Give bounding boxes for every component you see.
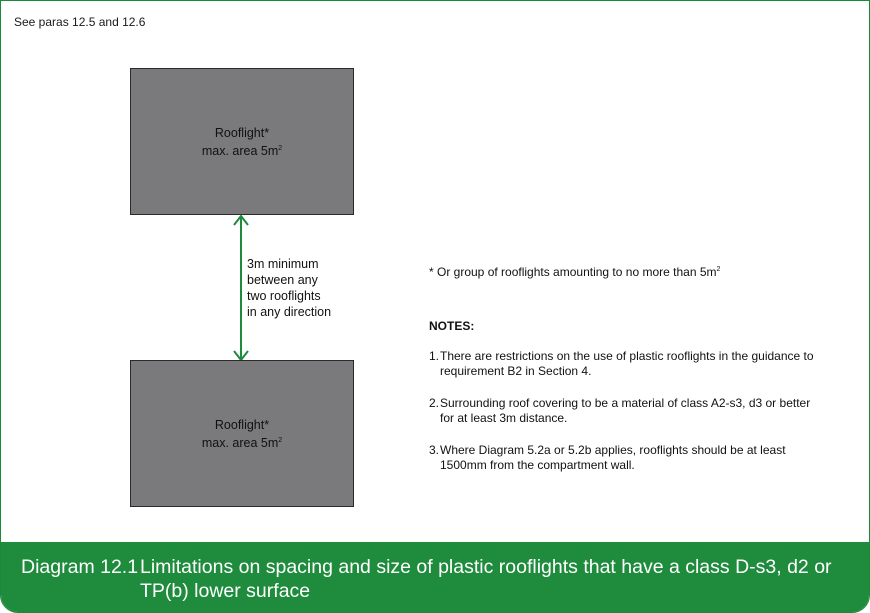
note-1-text: There are restrictions on the use of pla… xyxy=(440,349,814,378)
rooflight-bottom: Rooflight* max. area 5m2 xyxy=(130,360,354,507)
note-2-text: Surrounding roof covering to be a materi… xyxy=(440,396,811,425)
distance-line-3: two rooflights xyxy=(247,289,321,303)
diagram-caption: Diagram 12.1 Limitations on spacing and … xyxy=(1,542,869,612)
note-3-number: 3. xyxy=(429,443,440,457)
rooflight-top-area: max. area 5m2 xyxy=(201,143,283,158)
note-2: 2. Surrounding roof covering to be a mat… xyxy=(429,396,820,426)
note-1: 1. There are restrictions on the use of … xyxy=(429,349,820,379)
rooflight-bottom-area: max. area 5m2 xyxy=(201,435,283,450)
note-2-number: 2. xyxy=(429,396,440,410)
diagram-title: Limitations on spacing and size of plast… xyxy=(140,556,832,602)
note-3-text: Where Diagram 5.2a or 5.2b applies, roof… xyxy=(440,443,786,472)
rooflight-bottom-label: Rooflight* xyxy=(214,417,270,432)
asterisk-footnote: * Or group of rooflights amounting to no… xyxy=(429,265,721,279)
distance-line-2: between any xyxy=(247,273,318,287)
notes-title: NOTES: xyxy=(429,319,475,333)
distance-line-1: 3m minimum xyxy=(247,257,319,271)
rooflight-top-label: Rooflight* xyxy=(214,125,270,140)
distance-line-4: in any direction xyxy=(247,305,332,319)
note-3: 3. Where Diagram 5.2a or 5.2b applies, r… xyxy=(429,443,820,473)
diagram-number: Diagram 12.1 xyxy=(21,556,139,578)
paragraph-reference: See paras 12.5 and 12.6 xyxy=(14,15,146,29)
note-1-number: 1. xyxy=(429,349,440,363)
distance-label: 3m minimum between any two rooflights in… xyxy=(247,256,367,320)
rooflight-top: Rooflight* max. area 5m2 xyxy=(130,68,354,215)
